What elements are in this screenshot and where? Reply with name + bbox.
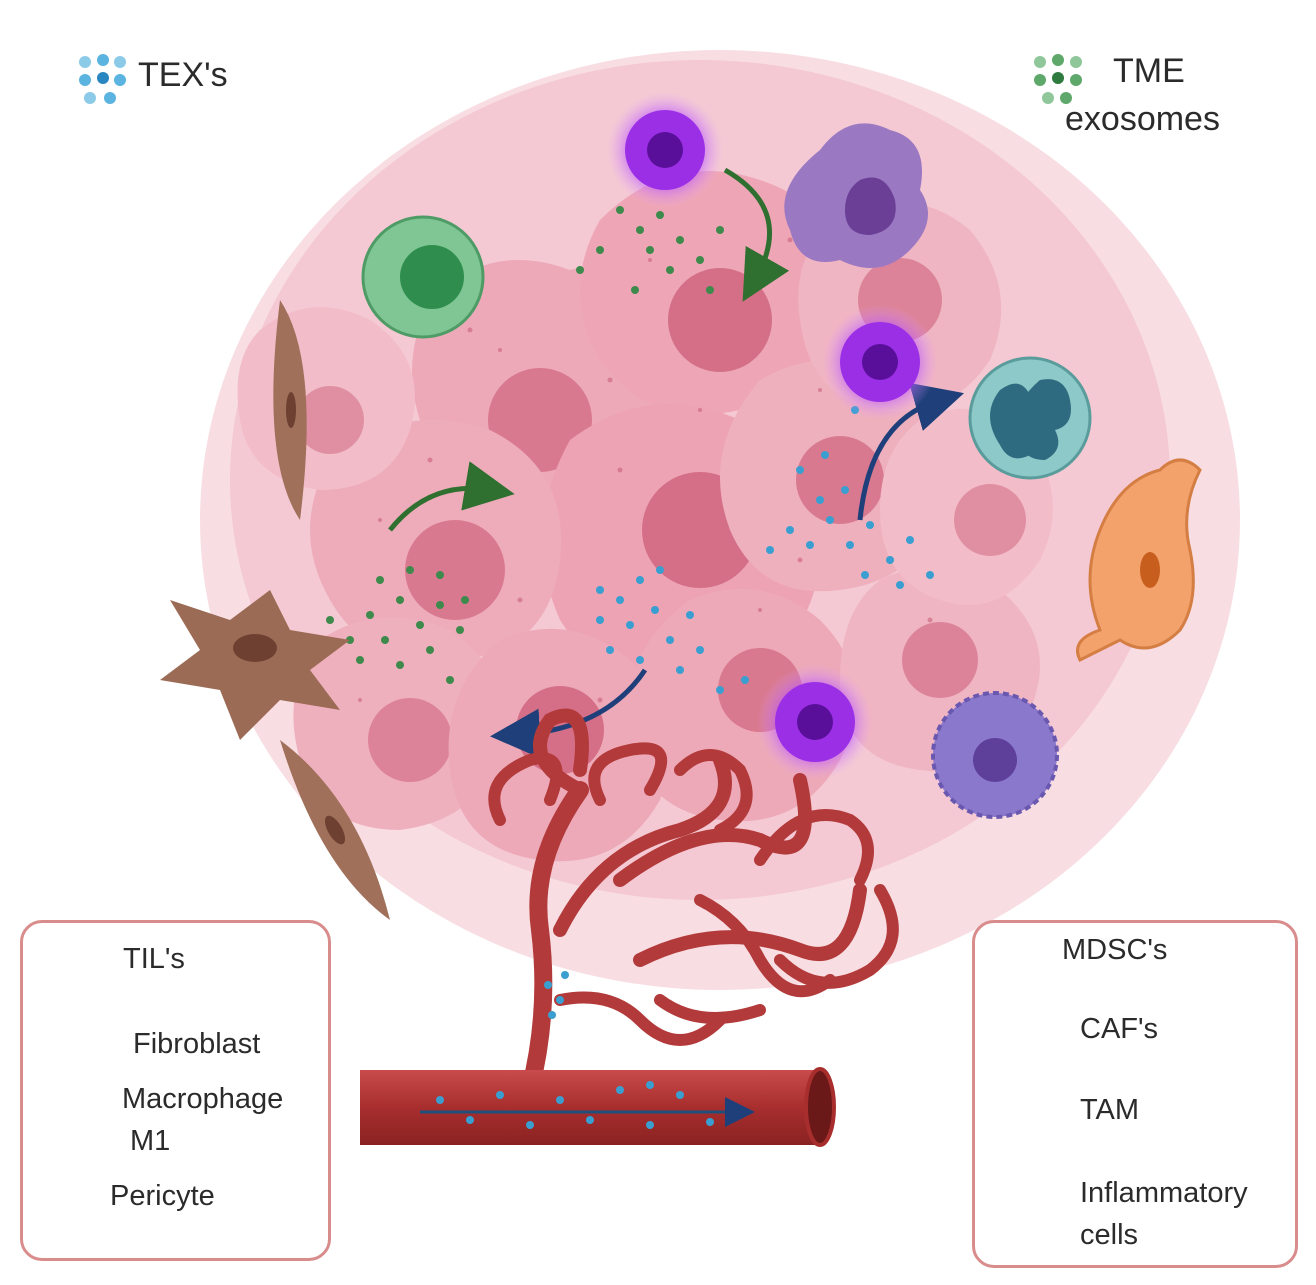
fibroblast-cell	[280, 740, 390, 920]
pericyte-cell	[1076, 458, 1202, 663]
fibroblast-legend-label: Fibroblast	[133, 1028, 261, 1060]
inflammatory-legend-label-line1: Inflammatory	[1080, 1177, 1248, 1209]
tex-legend-label: TEX's	[138, 56, 228, 94]
cytoplasm-speckles	[358, 237, 933, 703]
blood-vessel-network	[488, 708, 899, 1099]
caf-cell	[160, 590, 350, 740]
macrophage-legend-label-line2: M1	[130, 1125, 171, 1157]
macrophage-legend-label-line1: Macrophage	[122, 1083, 284, 1115]
tme-legend-label-line2: exosomes	[1065, 100, 1220, 138]
right-legend-panel	[972, 920, 1298, 1268]
inflammatory-legend-label-line2: cells	[1080, 1219, 1139, 1251]
tme-transfer-arrow	[388, 461, 515, 532]
left-legend-panel	[20, 920, 331, 1261]
tam-cell	[784, 123, 928, 268]
vessel-branch-exosomes	[544, 971, 569, 1019]
til-legend-label: TIL's	[123, 943, 185, 975]
fibroblast-cell	[273, 300, 307, 520]
inflammatory-cell	[968, 356, 1092, 480]
tex-legend-icon	[79, 54, 126, 104]
mdsc-cell	[607, 92, 723, 208]
macrophage-m1-cell	[931, 691, 1059, 819]
tme-transfer-arrow	[723, 167, 790, 302]
caf-legend-label: CAF's	[1080, 1013, 1159, 1045]
tme-legend-label-line1: TME	[1113, 52, 1185, 90]
mdsc-legend-label: MDSC's	[1062, 934, 1168, 966]
mdsc-cell	[757, 664, 873, 780]
pericyte-legend-label: Pericyte	[110, 1180, 215, 1212]
tam-legend-label: TAM	[1080, 1094, 1140, 1126]
mdsc-cell	[822, 304, 938, 420]
main-blood-vessel	[360, 1067, 836, 1147]
til-cell	[361, 215, 485, 339]
tex-transfer-arrow	[857, 382, 965, 521]
tme-legend-icon	[1034, 54, 1082, 104]
